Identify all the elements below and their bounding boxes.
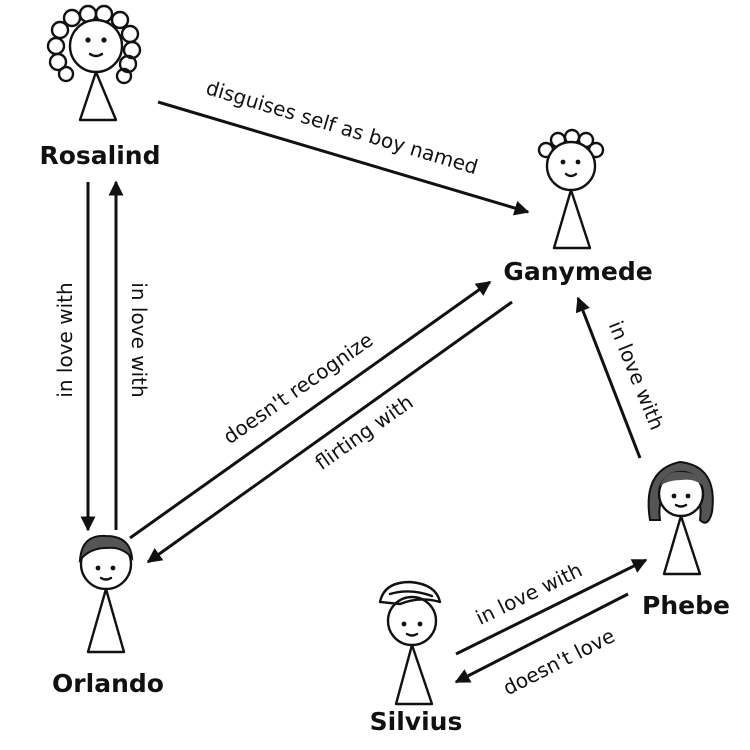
arrow-rosalind-to-ganymede bbox=[157, 100, 530, 216]
phebe-figure bbox=[647, 460, 714, 576]
ganymede-figure bbox=[537, 128, 605, 250]
arrows bbox=[80, 100, 648, 684]
arrow-orlando-to-ganymede bbox=[129, 280, 492, 540]
silvius-figure bbox=[378, 580, 442, 706]
arrow-phebe-to-ganymede bbox=[575, 296, 642, 459]
name-ganymede: Ganymede bbox=[503, 257, 652, 286]
arrow-phebe-to-silvius bbox=[454, 592, 629, 684]
rosalind-figure bbox=[46, 4, 142, 122]
orlando-figure bbox=[78, 534, 134, 654]
label-phebe-ganymede: in love with bbox=[604, 317, 669, 433]
label-phebe-silvius: doesn't love bbox=[499, 623, 619, 700]
name-silvius: Silvius bbox=[370, 707, 463, 736]
name-rosalind: Rosalind bbox=[39, 141, 160, 170]
label-rosalind-orlando: in love with bbox=[53, 282, 77, 397]
name-orlando: Orlando bbox=[52, 669, 164, 698]
label-ganymede-orlando: flirting with bbox=[310, 390, 417, 475]
label-orlando-rosalind: in love with bbox=[127, 282, 151, 397]
arrow-silvius-to-phebe bbox=[455, 558, 648, 656]
arrow-ganymede-to-orlando bbox=[146, 300, 513, 564]
name-phebe: Phebe bbox=[642, 591, 730, 620]
